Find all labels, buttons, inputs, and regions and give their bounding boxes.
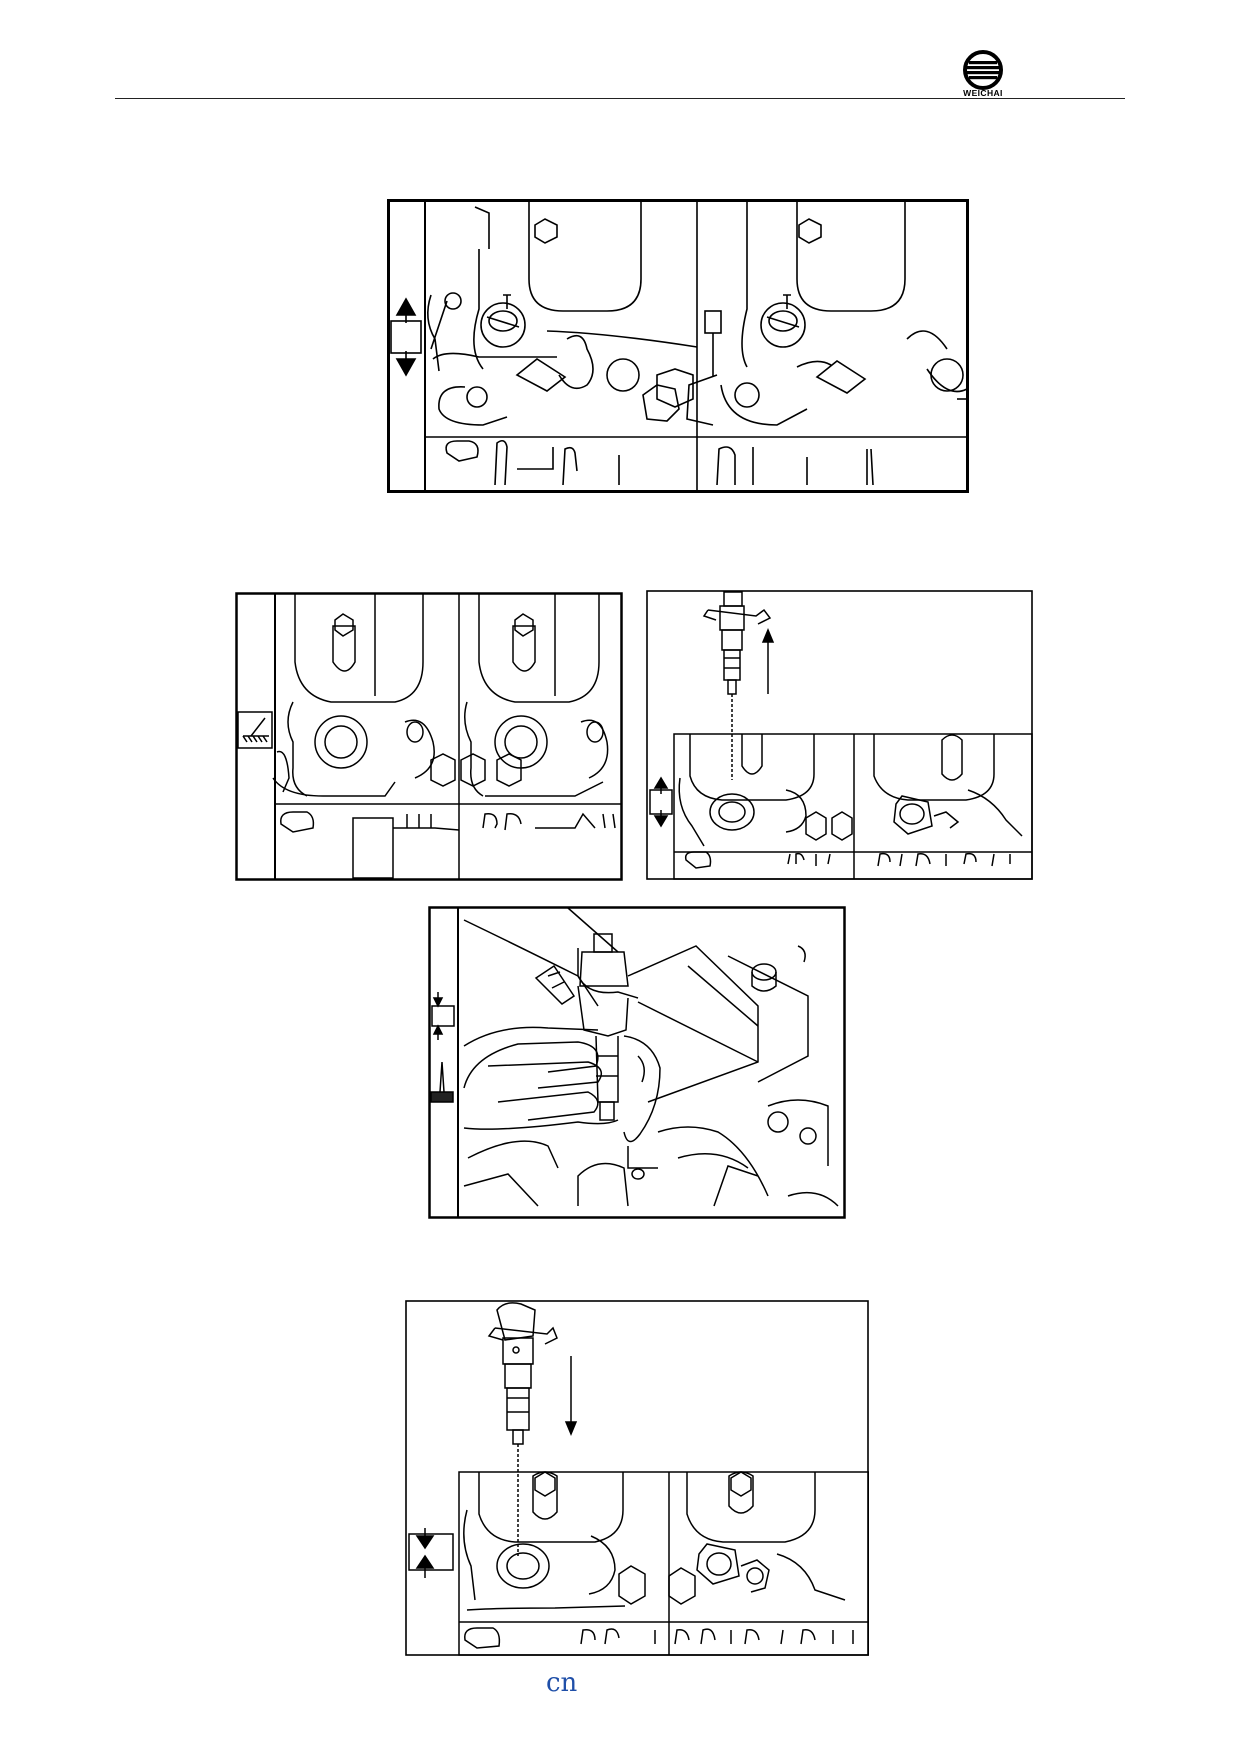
brush-icon	[430, 1061, 454, 1103]
header-divider	[115, 98, 1125, 99]
page-mark: cn	[546, 1668, 578, 1698]
scraper-cleaning-icon	[237, 711, 273, 749]
weichai-emblem-icon	[963, 50, 1003, 90]
press-arrows-icon	[431, 992, 455, 1040]
down-up-arrows-icon	[408, 1528, 454, 1578]
figure-injector-removal	[646, 590, 1033, 880]
up-arrow-icon	[761, 628, 775, 694]
figure-injector-install	[405, 1300, 869, 1656]
figure-injector-bores	[235, 592, 623, 881]
figure-injector-hand-fit	[428, 906, 846, 1219]
injector-icon	[487, 1302, 558, 1556]
up-down-arrows-icon	[390, 297, 422, 377]
weichai-logo: WEICHAI	[955, 50, 1011, 100]
figure-injector-clamp	[387, 199, 969, 493]
injector-icon	[702, 591, 772, 780]
logo-wordmark: WEICHAI	[963, 88, 1003, 98]
down-arrow-icon	[564, 1356, 578, 1436]
up-down-arrows-icon	[649, 776, 673, 828]
